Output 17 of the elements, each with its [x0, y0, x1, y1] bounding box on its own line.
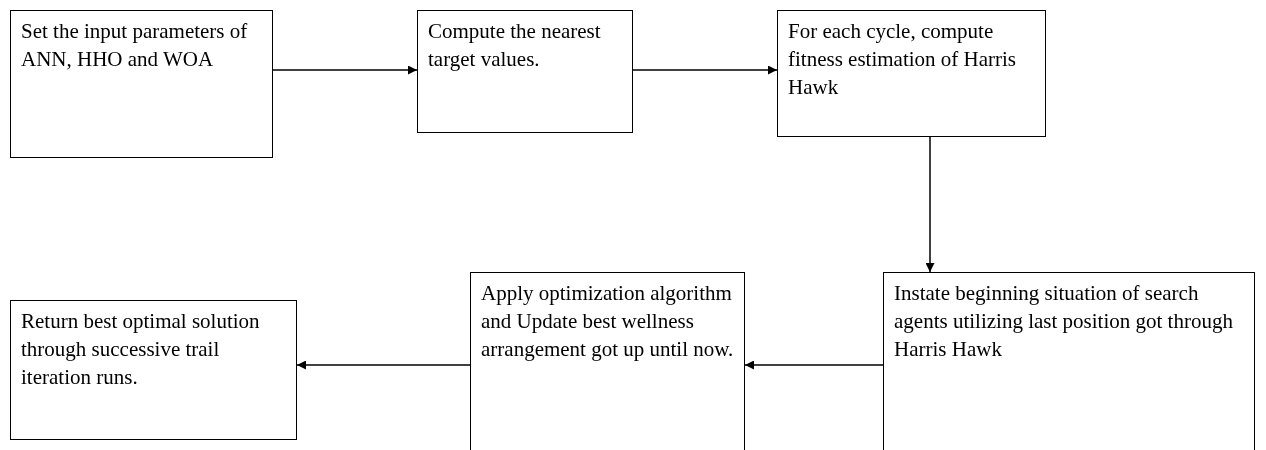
arrow	[744, 360, 884, 370]
process-box	[777, 10, 1046, 137]
process-box	[470, 272, 745, 450]
step-text: Compute the nearest target values.	[428, 18, 602, 73]
process-box	[883, 272, 1255, 450]
step-text: Instate beginning situation of search agents utilizing last position got through Harris Hawk	[894, 280, 1234, 363]
step-text: Apply optimization algorithm and Update best wellness arrangement got up until now.	[481, 280, 734, 363]
step-text: Return best optimal solution through successive trail iteration runs.	[21, 308, 261, 391]
arrow	[272, 65, 418, 75]
process-box	[10, 10, 273, 158]
arrow	[632, 65, 778, 75]
arrow	[296, 360, 471, 370]
step-text: For each cycle, compute fitness estimation of Harris Hawk	[788, 18, 1018, 101]
process-box	[417, 10, 633, 133]
step-text: Set the input parameters of ANN, HHO and WOA	[21, 18, 249, 73]
process-box	[10, 300, 297, 440]
arrow	[925, 136, 935, 273]
